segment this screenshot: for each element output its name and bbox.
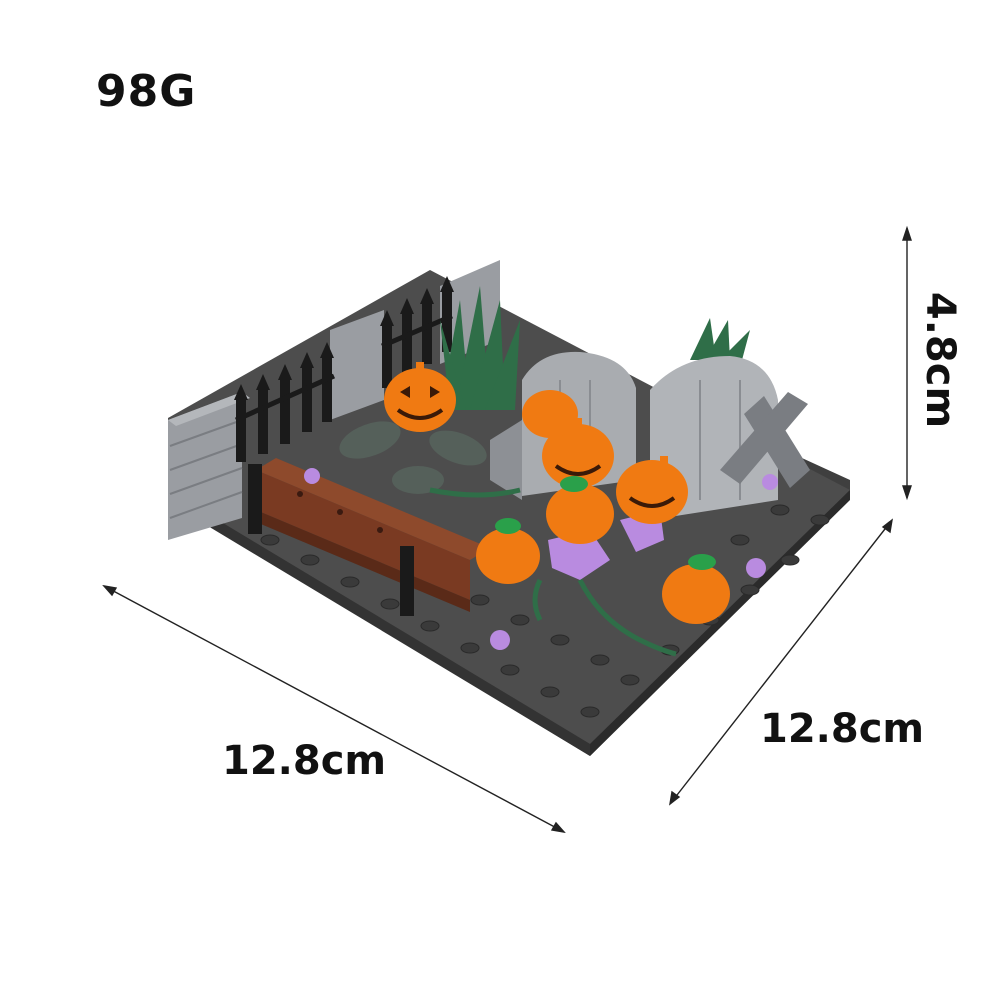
width-dimension-line	[103, 585, 565, 833]
width-arrow-start	[102, 584, 118, 597]
width-arrow-end	[550, 821, 566, 834]
pumpkin-back	[522, 390, 578, 438]
stone-wall	[168, 260, 500, 540]
jack-o-lantern-large	[384, 362, 456, 432]
pumpkin-front-left	[476, 518, 540, 584]
jack-o-lantern-middle	[542, 418, 614, 488]
pumpkin-front-right	[662, 554, 730, 624]
depth-dimension-line	[669, 519, 893, 805]
depth-arrow-end	[881, 518, 893, 534]
dimension-lines	[102, 225, 912, 834]
baseplate-studs	[260, 494, 830, 718]
height-arrow-end	[902, 485, 912, 501]
jack-o-lantern-right	[616, 456, 688, 524]
foliage	[339, 421, 487, 494]
vines	[429, 487, 677, 657]
depth-dimension-label: 12.8cm	[760, 706, 925, 752]
height-dimension-label: 4.8cm	[917, 291, 963, 429]
weight-label: 98G	[96, 66, 197, 117]
width-dimension-label: 12.8cm	[222, 738, 387, 784]
tall-grass	[440, 286, 750, 410]
iron-fence	[234, 276, 454, 462]
pumpkin-front-center	[546, 476, 614, 544]
pumpkins	[384, 362, 730, 624]
depth-arrow-start	[669, 790, 681, 806]
height-arrow-start	[902, 225, 912, 241]
grave-cross	[720, 392, 810, 488]
